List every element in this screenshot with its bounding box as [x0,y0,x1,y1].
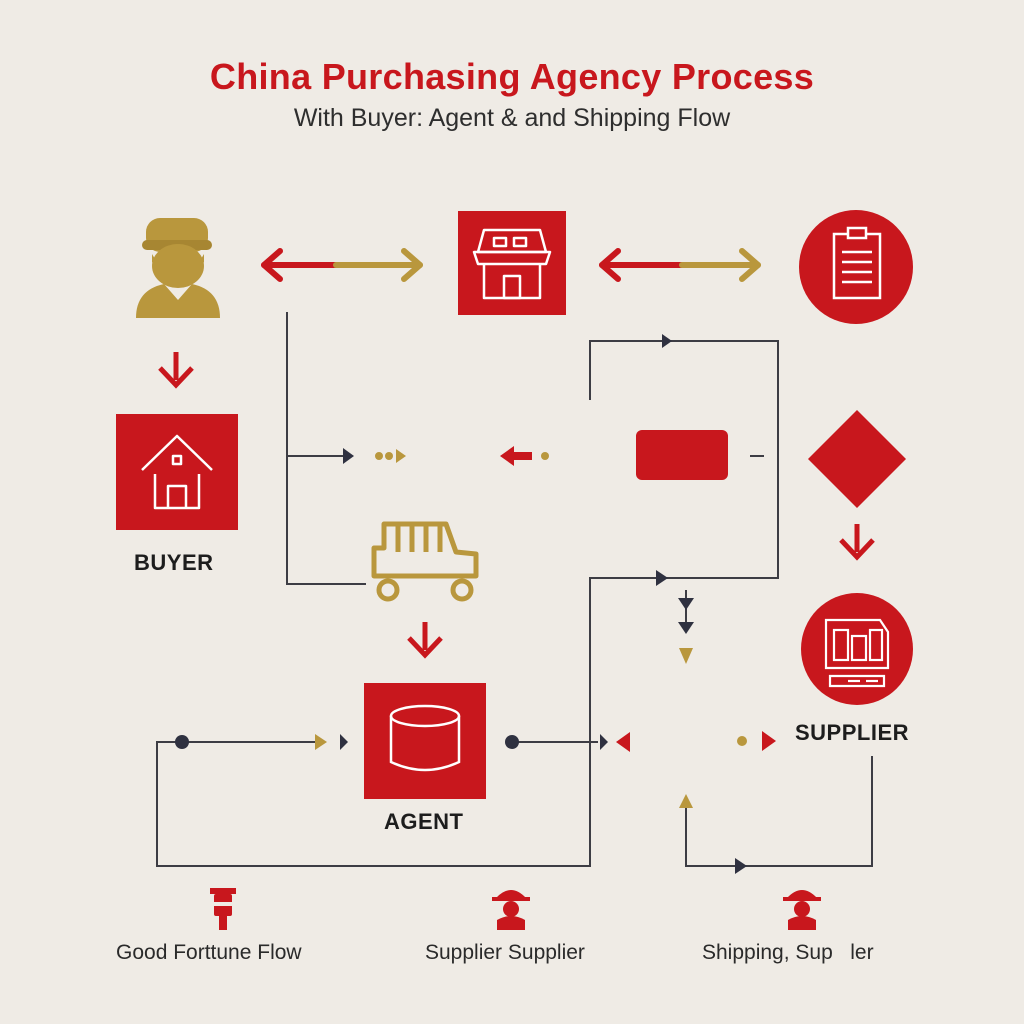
red-arrow-left-mid [500,446,532,466]
factory-icon [824,618,890,688]
red-arrowhead-right [762,731,776,751]
gold-dot-2 [385,452,393,460]
double-arrow-store-document [599,248,761,282]
supplier-node[interactable] [801,593,913,705]
footer-label-1: Good Forttune Flow [116,941,302,964]
agent-box [364,683,486,799]
connector-main-loop [156,340,779,867]
gold-arrowhead-agent [315,734,327,750]
connector-dot-left [175,735,189,749]
diagram-subtitle: With Buyer: Agent & and Shipping Flow [293,104,731,132]
footer-label-3: Shipping, Sup ler [702,941,874,964]
gold-dot-right [737,736,747,746]
agent-node[interactable] [364,683,486,799]
connector-lines [156,312,873,867]
arrowhead-down-1 [678,598,694,610]
double-arrow-person-store [261,248,423,282]
person-icon [136,218,220,318]
buyer-label: BUYER [134,550,214,575]
diamond-icon [808,410,906,508]
down-arrow-truck [407,622,443,659]
arrowhead-down-2 [678,622,694,634]
gold-arrowhead-up [679,794,693,808]
down-arrow-decision [839,524,875,561]
worker-icon-2 [783,890,821,930]
diagram-title: China Purchasing Agency Process [209,56,815,97]
red-markers [500,446,776,752]
footer-label-2: Supplier Supplier [425,941,585,964]
truck-icon [371,521,479,602]
lantern-icon [210,888,236,930]
arrowhead-mid-left [343,448,354,464]
connector-supplier-loop [685,756,873,867]
gold-dot-1 [375,452,383,460]
buyer-node[interactable] [116,414,238,530]
worker-icon [492,890,530,930]
supplier-label: SUPPLIER [795,720,910,745]
gold-arrowhead-down [679,648,693,664]
connector-left-loop [286,312,366,585]
rectangle-icon [636,430,728,480]
down-arrow-buyer [158,352,194,389]
gold-arrowhead-mid [396,449,406,463]
supplier-circle [801,593,913,705]
buyer-box [116,414,238,530]
gold-markers [315,449,747,808]
clipboard-icon [799,210,913,324]
house-icon [141,434,213,510]
agent-label: AGENT [384,809,464,834]
connector-dot-agent [505,735,519,749]
arrowhead-bottom-right [735,858,747,874]
arrowhead-top-loop [662,334,672,348]
gold-dot-mid-right [541,452,549,460]
cylinder-icon [389,704,461,772]
storefront-icon [458,211,566,315]
arrowhead-loop-mid [656,570,668,586]
connector-arrowheads [175,334,747,874]
arrowhead-agent-right-dark [600,734,608,750]
red-arrowhead-left [616,732,630,752]
arrowhead-agent-left-dark [340,734,348,750]
